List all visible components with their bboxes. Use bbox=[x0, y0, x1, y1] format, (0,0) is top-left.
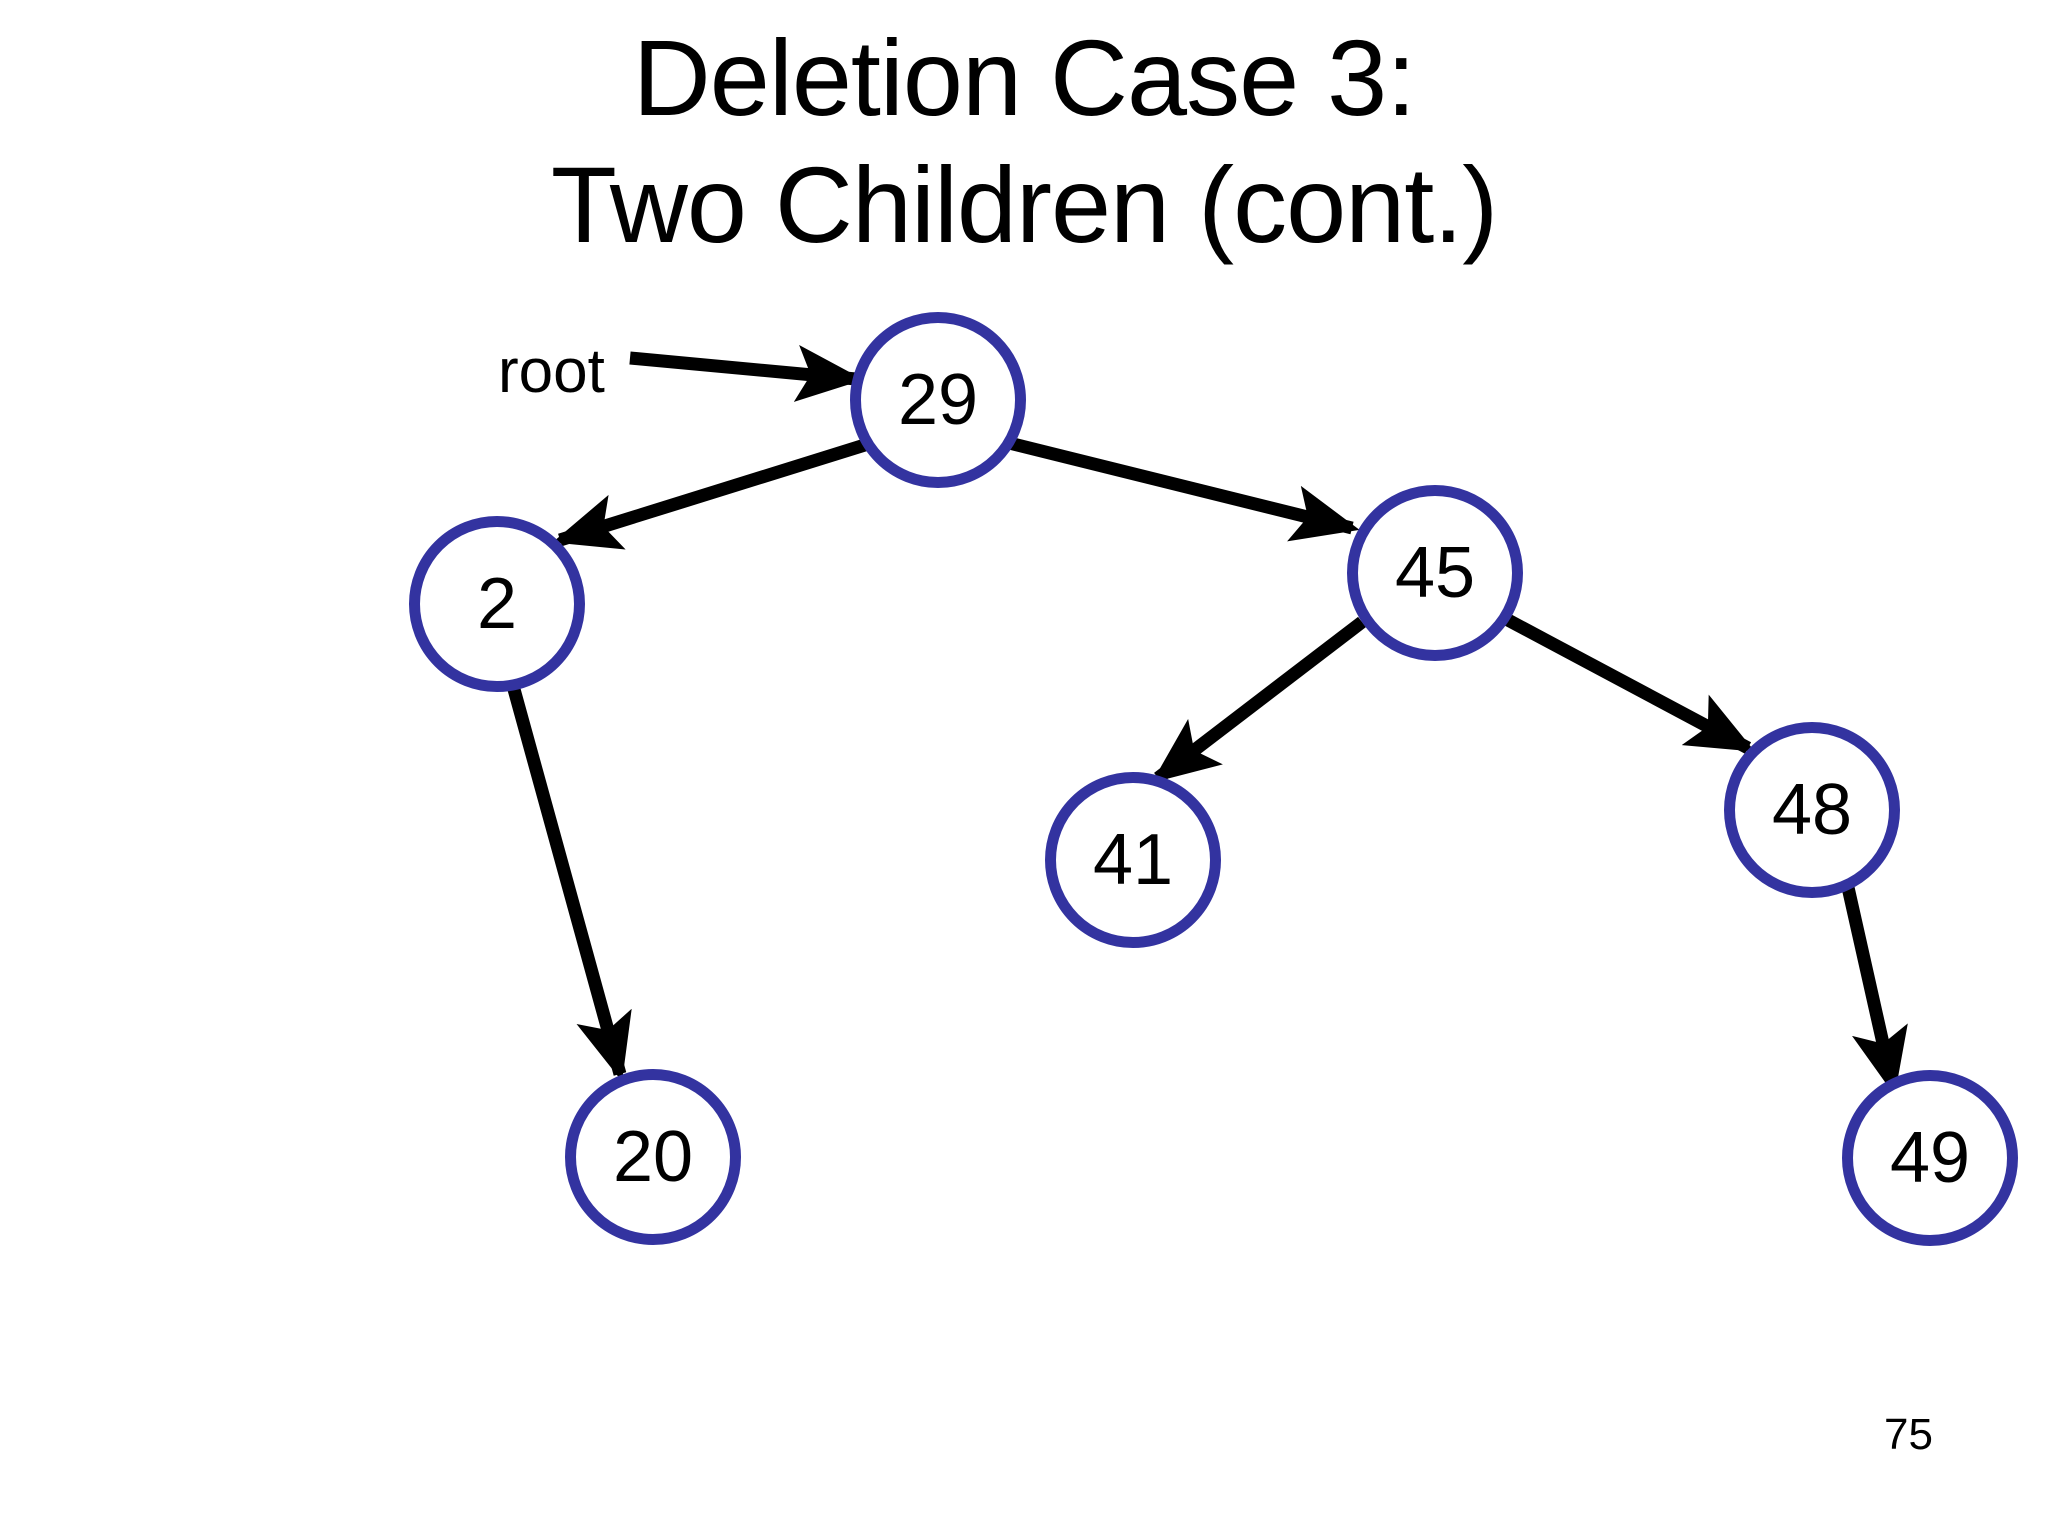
page-title: Deletion Case 3: Two Children (cont.) bbox=[0, 14, 2048, 269]
tree-node-48[interactable]: 48 bbox=[1724, 722, 1900, 898]
tree-node-label: 2 bbox=[476, 564, 518, 644]
tree-edge-root-label-to-n29 bbox=[629, 344, 864, 402]
tree-node-label: 48 bbox=[1771, 770, 1853, 850]
title-line-1: Deletion Case 3: bbox=[632, 17, 1416, 138]
page-number: 75 bbox=[1884, 1410, 1933, 1459]
tree-node-label: 29 bbox=[897, 360, 979, 440]
tree-edge-n45-to-n41 bbox=[1151, 616, 1366, 784]
tree-edge-n29-to-n45 bbox=[1007, 436, 1360, 542]
tree-node-label: 20 bbox=[612, 1117, 694, 1197]
tree-node-label: 49 bbox=[1889, 1118, 1971, 1198]
tree-node-45[interactable]: 45 bbox=[1347, 485, 1523, 661]
tree-node-29[interactable]: 29 bbox=[850, 312, 1026, 488]
tree-node-label: 41 bbox=[1092, 820, 1174, 900]
tree-node-41[interactable]: 41 bbox=[1045, 772, 1221, 948]
tree-node-49[interactable]: 49 bbox=[1842, 1070, 2018, 1246]
root-pointer-label: root bbox=[498, 337, 605, 406]
tree-edge-n2-to-n20 bbox=[505, 680, 632, 1082]
tree-node-label: 45 bbox=[1394, 533, 1476, 613]
tree-edge-n29-to-n2 bbox=[552, 437, 870, 550]
tree-node-2[interactable]: 2 bbox=[409, 516, 585, 692]
title-line-2: Two Children (cont.) bbox=[550, 144, 1498, 266]
tree-edge-n48-to-n49 bbox=[1838, 872, 1908, 1096]
tree-node-20[interactable]: 20 bbox=[565, 1069, 741, 1245]
tree-edge-n45-to-n48 bbox=[1504, 614, 1755, 754]
